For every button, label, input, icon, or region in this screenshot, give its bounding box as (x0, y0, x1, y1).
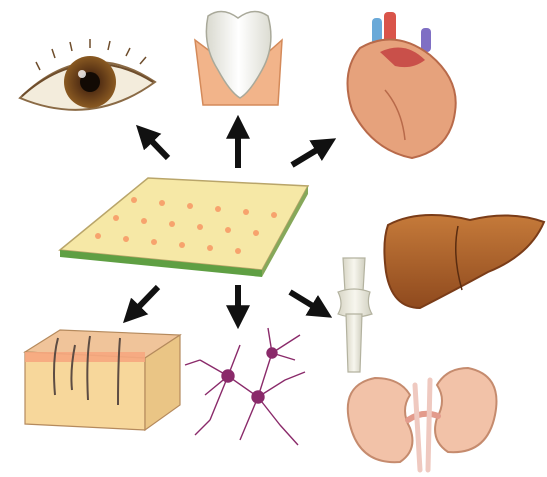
heart-icon (348, 12, 456, 158)
liver-icon (384, 215, 544, 308)
arrow-to-heart (292, 142, 330, 165)
bone-icon (338, 258, 372, 372)
tooth-icon (195, 11, 282, 105)
arrow-to-bone (290, 292, 326, 314)
kidney-icon (348, 368, 497, 470)
cell-sheet-icon (60, 178, 308, 277)
nerve-cell-icon (185, 328, 305, 445)
arrow-to-eye (141, 130, 168, 158)
arrow-to-skin (128, 287, 158, 318)
eye-icon (20, 39, 155, 110)
skin-icon (25, 330, 180, 430)
